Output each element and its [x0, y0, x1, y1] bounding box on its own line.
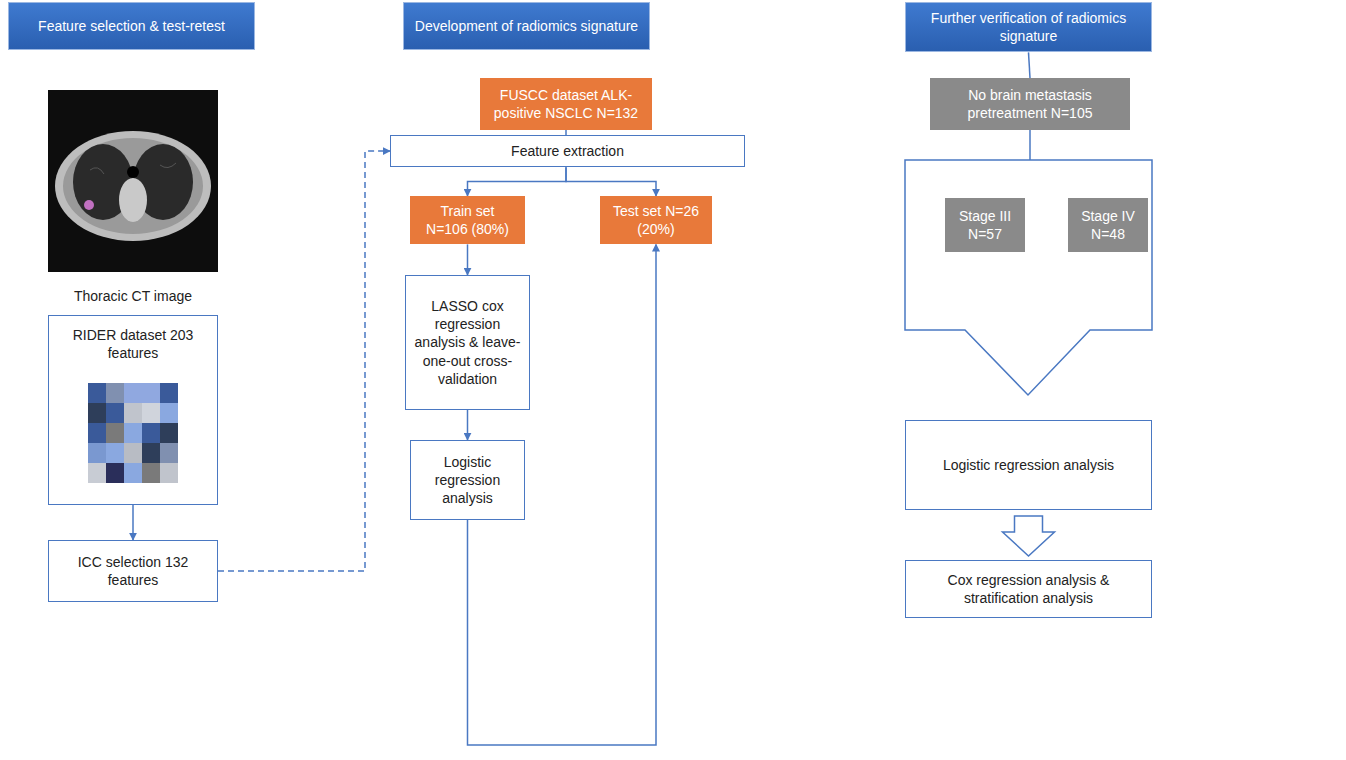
node-text: LASSO cox regression analysis & leave-on…: [414, 297, 521, 388]
node-text: Test set N=26 (20%): [608, 202, 704, 238]
node-text: Feature selection & test-retest: [38, 17, 225, 35]
connector: [467, 410, 469, 440]
dashed-connector: [218, 151, 390, 571]
connector: [468, 167, 567, 196]
process-box: ICC selection 132 features: [48, 540, 218, 602]
stage-box: Stage III N=57: [945, 198, 1025, 252]
connector-line: [1029, 130, 1031, 160]
header-banner: Feature selection & test-retest: [8, 2, 255, 50]
connector: [132, 505, 134, 540]
node-text: Development of radiomics signature: [415, 17, 638, 35]
split-box: Train set N=106 (80%): [410, 196, 525, 244]
node-text: No brain metastasis pretreatment N=105: [938, 86, 1122, 122]
node-text: Logistic regression analysis: [943, 456, 1114, 474]
feature-heatmap: [88, 383, 178, 483]
image-caption: Thoracic CT image: [38, 288, 228, 304]
node-text: Logistic regression analysis: [419, 453, 516, 508]
header-banner: Development of radiomics signature: [403, 2, 650, 50]
node-text: Further verification of radiomics signat…: [914, 9, 1143, 45]
dataset-box: RIDER dataset 203 features: [48, 315, 218, 505]
node-text: RIDER dataset 203 features: [57, 326, 209, 362]
connector: [1029, 52, 1031, 78]
node-text: Feature extraction: [511, 142, 624, 160]
node-text: Cox regression analysis & stratification…: [914, 571, 1143, 607]
node-text: Stage IV N=48: [1076, 207, 1140, 243]
process-box: Logistic regression analysis: [905, 420, 1152, 510]
stage-box: Stage IV N=48: [1068, 198, 1148, 252]
node-text: Stage III N=57: [953, 207, 1017, 243]
connector: [467, 244, 469, 275]
split-box: Test set N=26 (20%): [600, 196, 712, 244]
node-text: FUSCC dataset ALK-positive NSCLC N=132: [488, 86, 644, 122]
header-banner: Further verification of radiomics signat…: [905, 2, 1152, 52]
process-box: LASSO cox regression analysis & leave-on…: [405, 275, 530, 410]
dataset-box: No brain metastasis pretreatment N=105: [930, 78, 1130, 130]
process-box: Logistic regression analysis: [410, 440, 525, 520]
funnel-callout: [905, 160, 1152, 395]
process-box: Feature extraction: [390, 135, 745, 167]
block-arrow: [1003, 516, 1055, 556]
node-text: ICC selection 132 features: [57, 553, 209, 589]
node-text: Train set N=106 (80%): [418, 202, 517, 238]
ct-image: [48, 90, 218, 272]
connector: [566, 167, 656, 196]
dataset-box: FUSCC dataset ALK-positive NSCLC N=132: [480, 78, 652, 130]
process-box: Cox regression analysis & stratification…: [905, 560, 1152, 618]
